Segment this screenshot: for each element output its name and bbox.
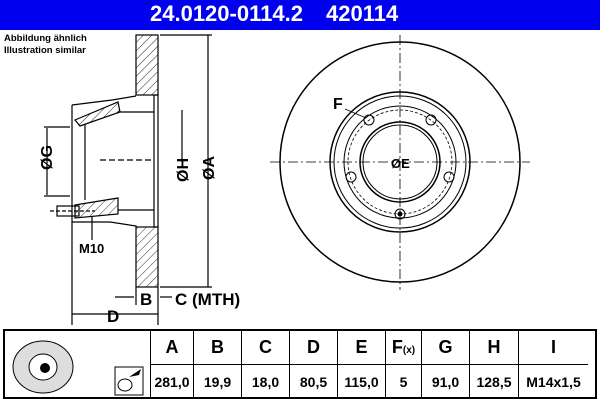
part-number: 24.0120-0114.2 <box>150 1 303 26</box>
dimension-table: A B C D E F(x) G H I 281,0 19,9 18,0 80,… <box>150 331 588 398</box>
label-H: ØH <box>175 158 192 182</box>
col-header-A: A <box>150 331 194 365</box>
alt-part-number: 420114 <box>326 1 399 26</box>
front-view <box>270 35 530 290</box>
illustration-note: Abbildung ähnlich Illustration similar <box>4 33 87 57</box>
value-A: 281,0 <box>150 364 194 398</box>
title-bar: 24.0120-0114.2 420114 <box>0 0 600 30</box>
label-C: C (MTH) <box>175 290 240 309</box>
note-english: Illustration similar <box>4 45 86 56</box>
spec-table: A B C D E F(x) G H I 281,0 19,9 18,0 80,… <box>3 329 597 399</box>
disc-thumbnail-icon <box>12 340 144 396</box>
col-header-H: H <box>469 331 519 365</box>
col-header-E: E <box>337 331 386 365</box>
col-header-D: D <box>289 331 338 365</box>
label-G: ØG <box>39 145 56 170</box>
label-D: D <box>107 307 119 326</box>
value-G: 91,0 <box>421 364 470 398</box>
value-B: 19,9 <box>193 364 242 398</box>
technical-drawing: ØG ØH ØA M10 B C (MTH) D F ØE <box>39 34 530 326</box>
label-F: F <box>333 96 343 113</box>
value-E: 115,0 <box>337 364 386 398</box>
label-M10: M10 <box>79 241 104 256</box>
value-F: 5 <box>385 364 422 398</box>
value-I: M14x1,5 <box>518 364 588 398</box>
label-B: B <box>140 290 152 309</box>
label-E: ØE <box>391 156 410 171</box>
label-A: ØA <box>201 156 218 180</box>
value-D: 80,5 <box>289 364 338 398</box>
col-header-C: C <box>241 331 290 365</box>
value-C: 18,0 <box>241 364 290 398</box>
col-header-B: B <box>193 331 242 365</box>
side-view <box>44 34 212 325</box>
value-H: 128,5 <box>469 364 519 398</box>
col-header-G: G <box>421 331 470 365</box>
note-german: Abbildung ähnlich <box>4 33 87 44</box>
col-header-F: F(x) <box>385 331 422 365</box>
col-header-I: I <box>518 331 588 365</box>
